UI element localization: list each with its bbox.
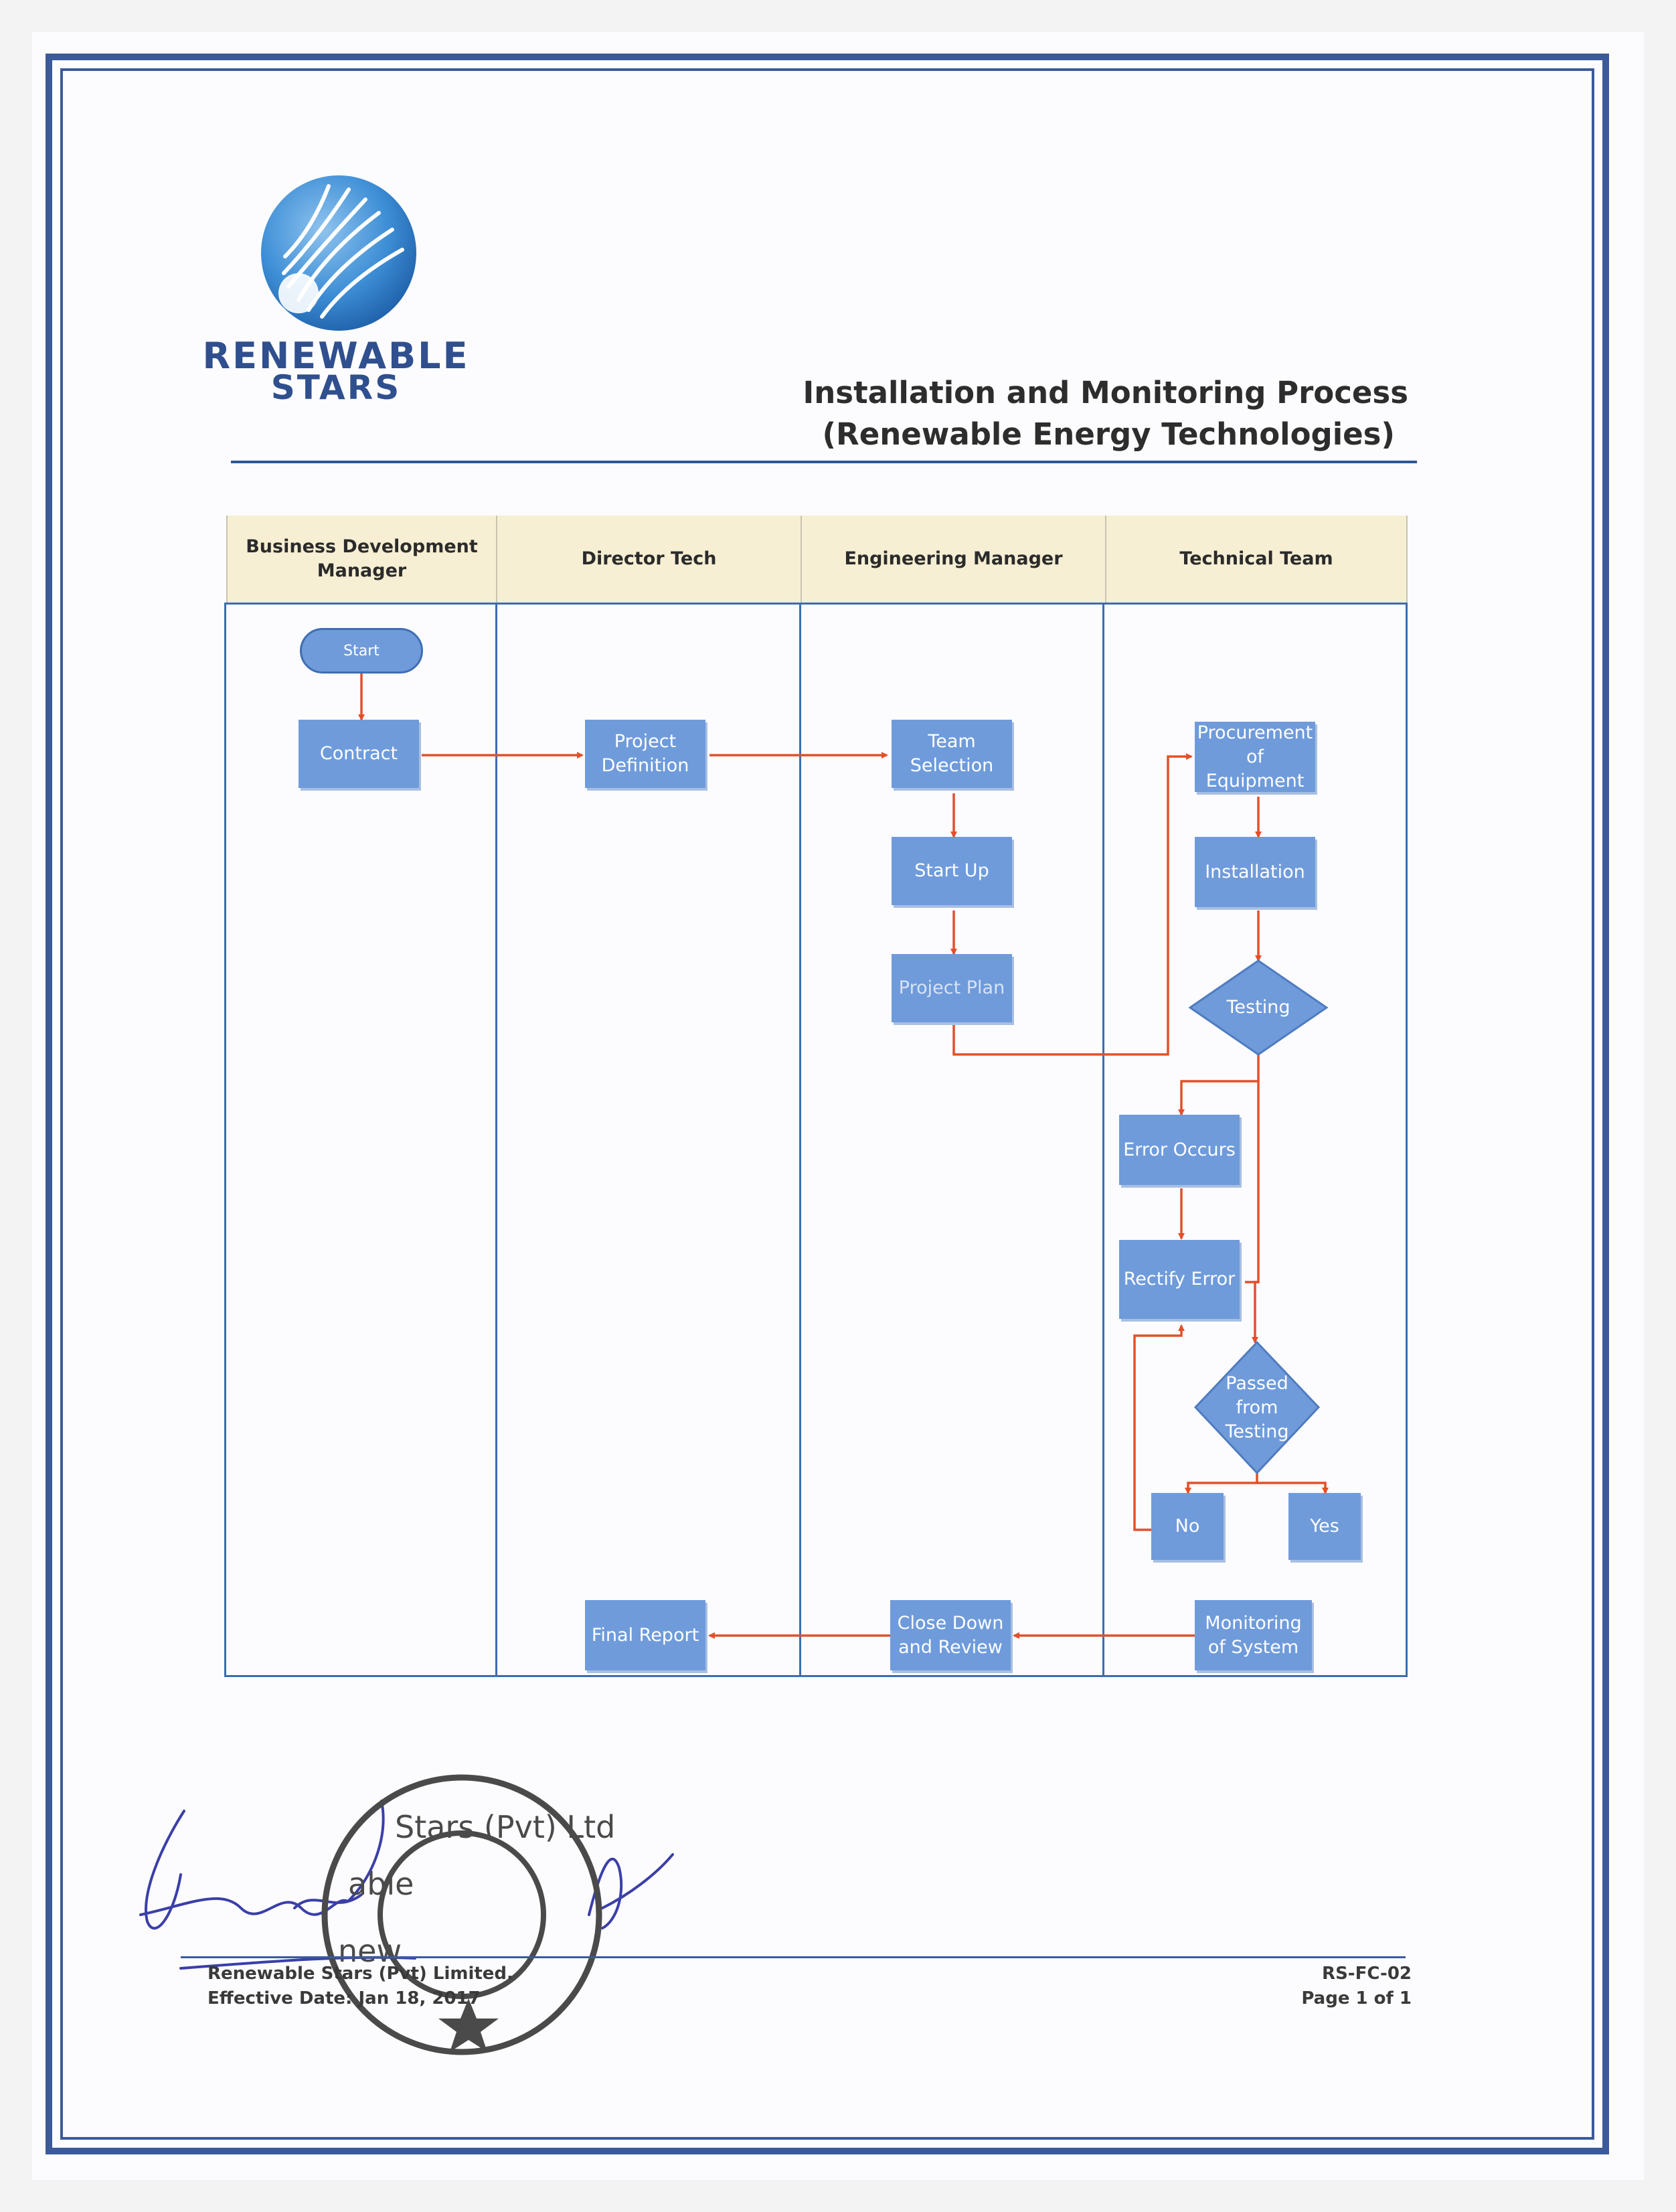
installation-box: Installation [1195, 837, 1315, 907]
close-down-and-review-box: Close Down and Review [890, 1600, 1011, 1670]
arrow-project-plan-to-procurement [952, 753, 1193, 1056]
footer-company: Renewable Stars (Pvt) Limited. [207, 1964, 513, 1984]
page-border-outer [46, 54, 1609, 2154]
lane-header-technical-team: Technical Team [1106, 516, 1408, 603]
final-report-box: Final Report [585, 1600, 705, 1670]
project-definition-box: Project Definition [585, 720, 705, 788]
signature-right [588, 1853, 674, 1929]
no-box: No [1151, 1493, 1224, 1560]
lane-header-engineering-manager: Engineering Manager [802, 516, 1106, 603]
monitoring-of-system-box: Monitoring of System [1195, 1600, 1312, 1670]
footer-divider [181, 1956, 1406, 1958]
lane-divider-3 [1102, 603, 1104, 1677]
start-up-box: Start Up [892, 837, 1012, 905]
header-divider [231, 461, 1417, 463]
page-border-inner [60, 68, 1594, 2140]
document-sheet [32, 32, 1644, 2180]
arrow-no-to-rectify-error [1133, 1324, 1185, 1531]
passed-decision-diamond [1193, 1340, 1321, 1475]
rectify-error-box: Rectify Error [1119, 1240, 1240, 1319]
contract-box: Contract [299, 720, 419, 788]
logo-globe-icon [261, 175, 416, 331]
team-selection-box: Team Selection [892, 720, 1012, 788]
yes-box: Yes [1288, 1493, 1361, 1560]
lane-header-business-development-manager: Business Development Manager [226, 516, 497, 603]
logo-text-line1: RENEWABLE [202, 335, 470, 377]
arrow-testing-to-error-occurs [1178, 1054, 1260, 1116]
footer-effective-date: Effective Date: Jan 18, 2017 [207, 1988, 481, 2008]
footer-document-code: RS-FC-02 [1322, 1964, 1412, 1984]
logo-text-line2: STARS [270, 368, 402, 407]
project-plan-box: Project Plan [892, 954, 1012, 1022]
testing-label: Testing [1226, 997, 1290, 1018]
procurement-box: Procurement of Equipment [1195, 722, 1315, 792]
start-terminal: Start [300, 628, 423, 674]
swimlane-frame [224, 603, 1408, 1677]
svg-text:Stars (Pvt) Ltd: Stars (Pvt) Ltd [395, 1809, 615, 1845]
page-subtitle: (Renewable Energy Technologies) [822, 416, 1395, 452]
footer-page-number: Page 1 of 1 [1301, 1988, 1412, 2008]
arrow-passed-to-no [1185, 1473, 1258, 1494]
passed-from-testing-label: Passed from Testing [1225, 1372, 1289, 1442]
error-occurs-box: Error Occurs [1119, 1115, 1240, 1185]
svg-text:new: new [338, 1933, 402, 1969]
lane-divider-1 [495, 603, 497, 1677]
lane-divider-2 [799, 603, 801, 1677]
company-stamp: Stars (Pvt) Ltd able new [321, 1774, 615, 2055]
page-title: Installation and Monitoring Process [803, 375, 1408, 410]
svg-text:able: able [348, 1866, 414, 1902]
arrow-passed-to-yes [1257, 1482, 1329, 1494]
testing-decision-diamond [1188, 959, 1329, 1056]
lane-header-director-tech: Director Tech [497, 516, 802, 603]
